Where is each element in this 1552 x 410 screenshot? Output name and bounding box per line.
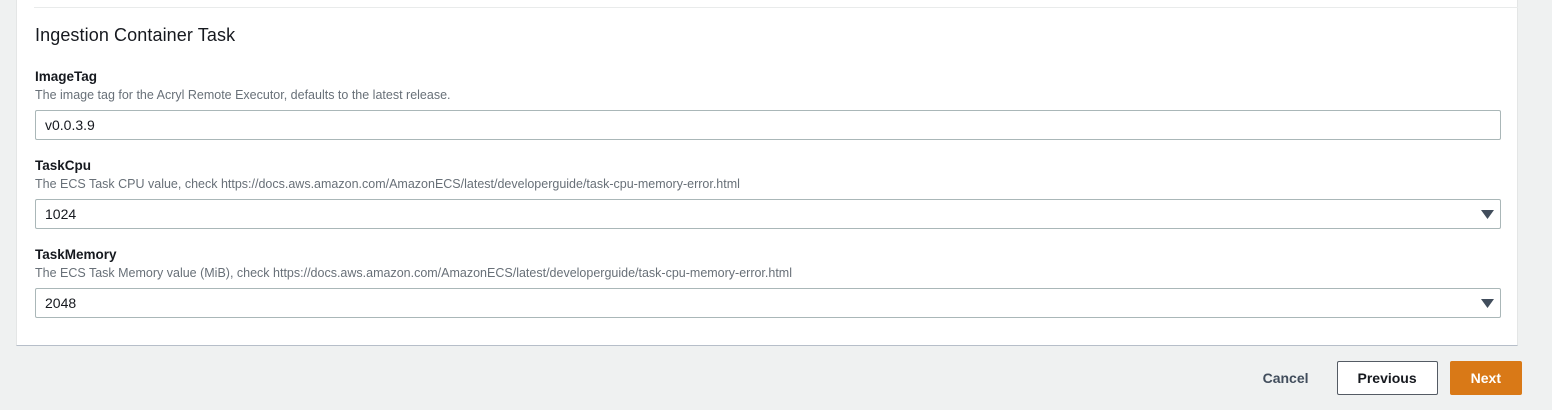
task-memory-select-value: 2048 (45, 295, 77, 311)
cancel-button[interactable]: Cancel (1253, 362, 1319, 394)
field-label-task-cpu: TaskCpu (35, 158, 92, 173)
field-image-tag: ImageTag The image tag for the Acryl Rem… (35, 68, 1501, 140)
panel-top-divider (34, 7, 1518, 8)
caret-down-icon (1474, 298, 1500, 308)
field-label-task-memory: TaskMemory (35, 247, 117, 262)
field-description-image-tag: The image tag for the Acryl Remote Execu… (35, 88, 451, 102)
field-description-task-memory: The ECS Task Memory value (MiB), check h… (35, 266, 792, 280)
next-button[interactable]: Next (1449, 361, 1522, 395)
field-task-memory: TaskMemory The ECS Task Memory value (Mi… (35, 246, 1501, 318)
ingestion-container-task-panel: Ingestion Container Task ImageTag The im… (16, 0, 1518, 346)
task-cpu-select[interactable]: 1024 (35, 199, 1501, 229)
field-label-image-tag: ImageTag (35, 69, 98, 84)
image-tag-input-value: v0.0.3.9 (45, 117, 95, 133)
field-task-cpu: TaskCpu The ECS Task CPU value, check ht… (35, 157, 1501, 229)
image-tag-input[interactable]: v0.0.3.9 (35, 110, 1501, 140)
previous-button[interactable]: Previous (1336, 361, 1438, 395)
panel-content: Ingestion Container Task ImageTag The im… (17, 0, 1517, 318)
page-title: Ingestion Container Task (35, 25, 236, 45)
task-cpu-select-value: 1024 (45, 206, 77, 222)
field-description-task-cpu: The ECS Task CPU value, check https://do… (35, 177, 740, 191)
caret-down-icon (1474, 209, 1500, 219)
wizard-actions-footer: Cancel Previous Next (0, 346, 1552, 410)
task-memory-select[interactable]: 2048 (35, 288, 1501, 318)
